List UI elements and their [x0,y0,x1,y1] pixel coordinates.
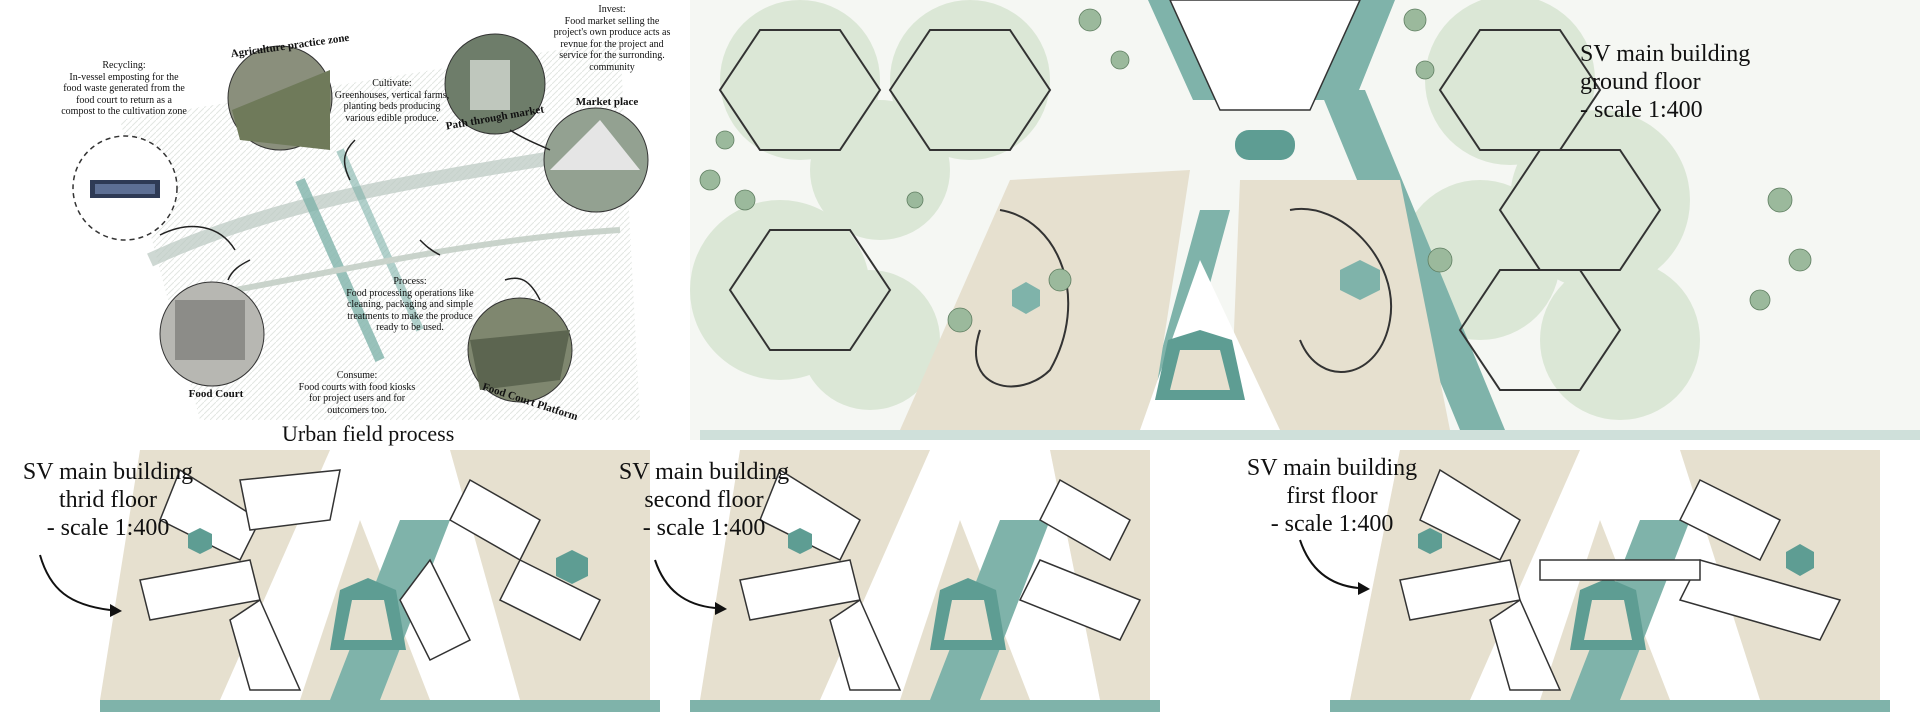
third-floor-title: SV main building thrid floor - scale 1:4… [22,459,194,541]
ground-floor-title: SV main building ground floor - scale 1:… [1580,41,1751,123]
market-place-label: Market place [575,96,639,108]
floor-pointer-arrows [39,539,1359,611]
path-market-photo [444,33,546,135]
process-note: Process: Food processing operations like… [346,276,474,333]
food-court-label: Food Court [188,388,244,400]
food-court-platform-photo [467,297,573,403]
second-floor-title: SV main building second floor - scale 1:… [618,459,790,541]
food-court-photo [159,281,265,387]
third-floor-plan [100,450,660,712]
recycling-note: Recycling: In-vessel emposting for the f… [61,60,187,117]
first-floor-plan [1330,450,1890,712]
recycling-diagram [72,135,178,241]
consume-note: Consume: Food courts with food kiosks fo… [298,370,416,416]
cultivate-note: Cultivate: Greenhouses, vertical farms, … [334,78,450,124]
urban-process-caption: Urban field process [282,421,455,446]
agriculture-photo [227,45,333,151]
market-place-photo [543,107,649,213]
second-floor-plan [690,450,1160,712]
invest-note: Invest: Food market selling the project'… [553,4,671,73]
ground-floor-plan [690,0,1920,440]
first-floor-title: SV main building first floor - scale 1:4… [1246,455,1418,537]
process-arrows [159,129,551,301]
